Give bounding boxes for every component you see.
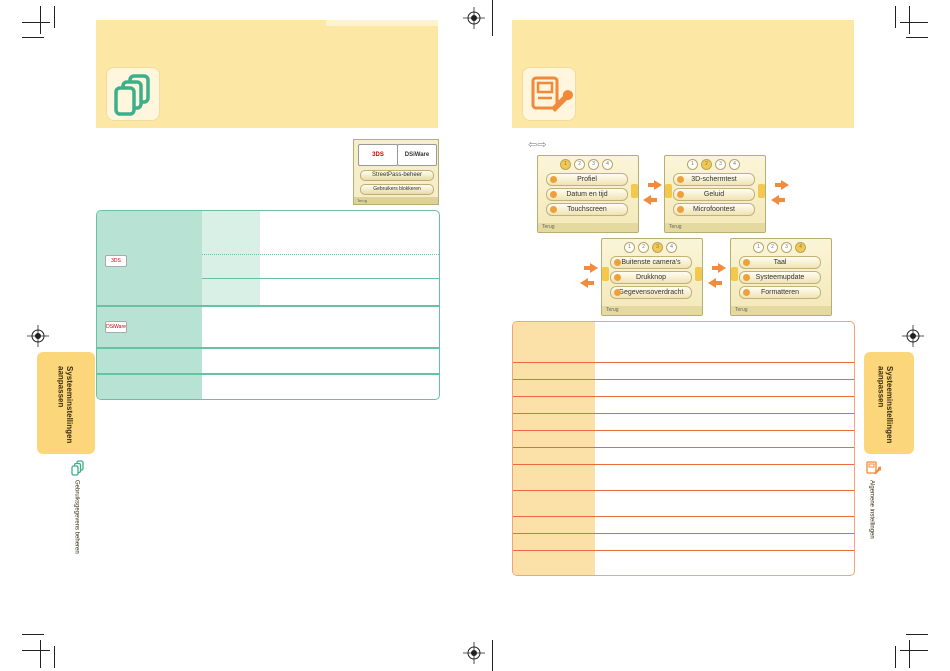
menu-item-date-time: Datum en tijd (546, 188, 628, 201)
prev-page-arrow (665, 184, 672, 198)
data-management-table: 3DS DSiWare (96, 210, 440, 400)
table-divider (513, 490, 854, 491)
prev-page-arrow (731, 267, 738, 281)
page-pill: 1 (624, 242, 635, 253)
table-divider (202, 254, 439, 255)
menu-item-system-update: Systeemupdate (739, 271, 821, 284)
menu-item-mic-test: Microfoontest (673, 203, 755, 216)
table-divider (513, 516, 854, 517)
table-divider (513, 430, 854, 431)
settings-screen-page-3: 1 2 3 4 Buitenste camera's Drukknop Gege… (601, 238, 703, 316)
flow-arrow-right (584, 263, 598, 273)
block-users-option: Gebruikers blokkeren (360, 184, 434, 195)
page-pill: 2 (767, 242, 778, 253)
page-indicator: 1 2 3 4 (624, 242, 677, 253)
ds-menu-screenshot: 3DS DSiWare StreetPass-beheer Gebruikers… (353, 139, 439, 205)
flow-arrow-right (712, 263, 726, 273)
table-divider (513, 379, 854, 380)
table-divider (513, 362, 854, 363)
data-management-icon (106, 67, 160, 121)
page-pill: 4 (602, 159, 613, 170)
menu-item-language: Taal (739, 256, 821, 269)
flow-arrow-left (708, 278, 722, 288)
system-settings-small-icon (865, 460, 882, 476)
table-logo-dsiware: DSiWare (105, 321, 127, 333)
streetpass-option: StreetPass-beheer (360, 170, 434, 181)
side-caption: Algemene instellingen (868, 480, 875, 539)
page-pill: 4 (729, 159, 740, 170)
table-divider (202, 278, 439, 279)
page-pill: 4 (795, 242, 806, 253)
table-divider (97, 347, 439, 349)
table-logo-3ds: 3DS (105, 255, 127, 267)
table-divider (513, 464, 854, 465)
page-indicator: 1 2 3 4 (560, 159, 613, 170)
system-settings-icon (522, 67, 576, 121)
table-divider (97, 305, 439, 307)
menu-item-outer-cameras: Buitenste camera's (610, 256, 692, 269)
page-pill: 1 (687, 159, 698, 170)
registration-mark-bottom (463, 642, 485, 664)
table-divider (513, 533, 854, 534)
menu-item-sound: Geluid (673, 188, 755, 201)
settings-screen-page-1: 1 2 3 4 Profiel Datum en tijd Touchscree… (537, 155, 639, 233)
settings-screen-page-2: 1 2 3 4 3D-schermtest Geluid Microfoonte… (664, 155, 766, 233)
table-divider (513, 447, 854, 448)
ds-menu-footer: Terug (354, 197, 438, 204)
flow-arrow-left (771, 195, 785, 205)
screen-footer: Terug (731, 306, 831, 315)
registration-mark-right (902, 325, 924, 347)
page-pill: 4 (666, 242, 677, 253)
page-pill: 3 (588, 159, 599, 170)
menu-item-profile: Profiel (546, 173, 628, 186)
table-divider (513, 550, 854, 551)
table-divider (97, 373, 439, 375)
menu-item-3d-screen-test: 3D-schermtest (673, 173, 755, 186)
general-settings-table (512, 321, 855, 576)
menu-item-power-button: Drukknop (610, 271, 692, 284)
page-indicator: 1 2 3 4 (687, 159, 740, 170)
page-pill: 2 (638, 242, 649, 253)
page-indicator: 1 2 3 4 (753, 242, 806, 253)
flow-arrow-right (775, 180, 789, 190)
table-divider (513, 396, 854, 397)
flow-arrow-left (643, 195, 657, 205)
menu-item-format: Formatteren (739, 286, 821, 299)
screen-footer: Terug (665, 223, 765, 232)
page-pill: 2 (701, 159, 712, 170)
next-page-arrow (758, 184, 765, 198)
screen-footer: Terug (602, 306, 702, 315)
screen-footer: Terug (538, 223, 638, 232)
table-sublabel-column (202, 211, 260, 305)
menu-item-touchscreen: Touchscreen (546, 203, 628, 216)
settings-screen-page-4: 1 2 3 4 Taal Systeemupdate Formatteren T… (730, 238, 832, 316)
flow-arrow-left (580, 278, 594, 288)
registration-mark-left (27, 325, 49, 347)
next-page-arrow (695, 267, 702, 281)
table-divider (513, 413, 854, 414)
flow-arrow-right (648, 180, 662, 190)
page-pill: 1 (753, 242, 764, 253)
registration-mark-top (463, 7, 485, 29)
page-pill: 3 (781, 242, 792, 253)
table-label-column (513, 322, 595, 575)
left-header-tab (326, 20, 438, 26)
side-caption: Gebruiksgegevens beheren (73, 480, 80, 554)
prev-page-arrow (602, 267, 609, 281)
data-management-small-icon (70, 460, 86, 476)
logo-dsiware: DSiWare (397, 144, 437, 166)
nav-arrows-icon: ⇦⇨ (528, 139, 547, 151)
next-page-arrow (631, 184, 638, 198)
page-pill: 3 (652, 242, 663, 253)
page-pill: 1 (560, 159, 571, 170)
menu-item-data-transfer: Gegevensoverdracht (610, 286, 692, 299)
page-pill: 2 (574, 159, 585, 170)
page-pill: 3 (715, 159, 726, 170)
logo-3ds-software: 3DS (358, 144, 398, 166)
